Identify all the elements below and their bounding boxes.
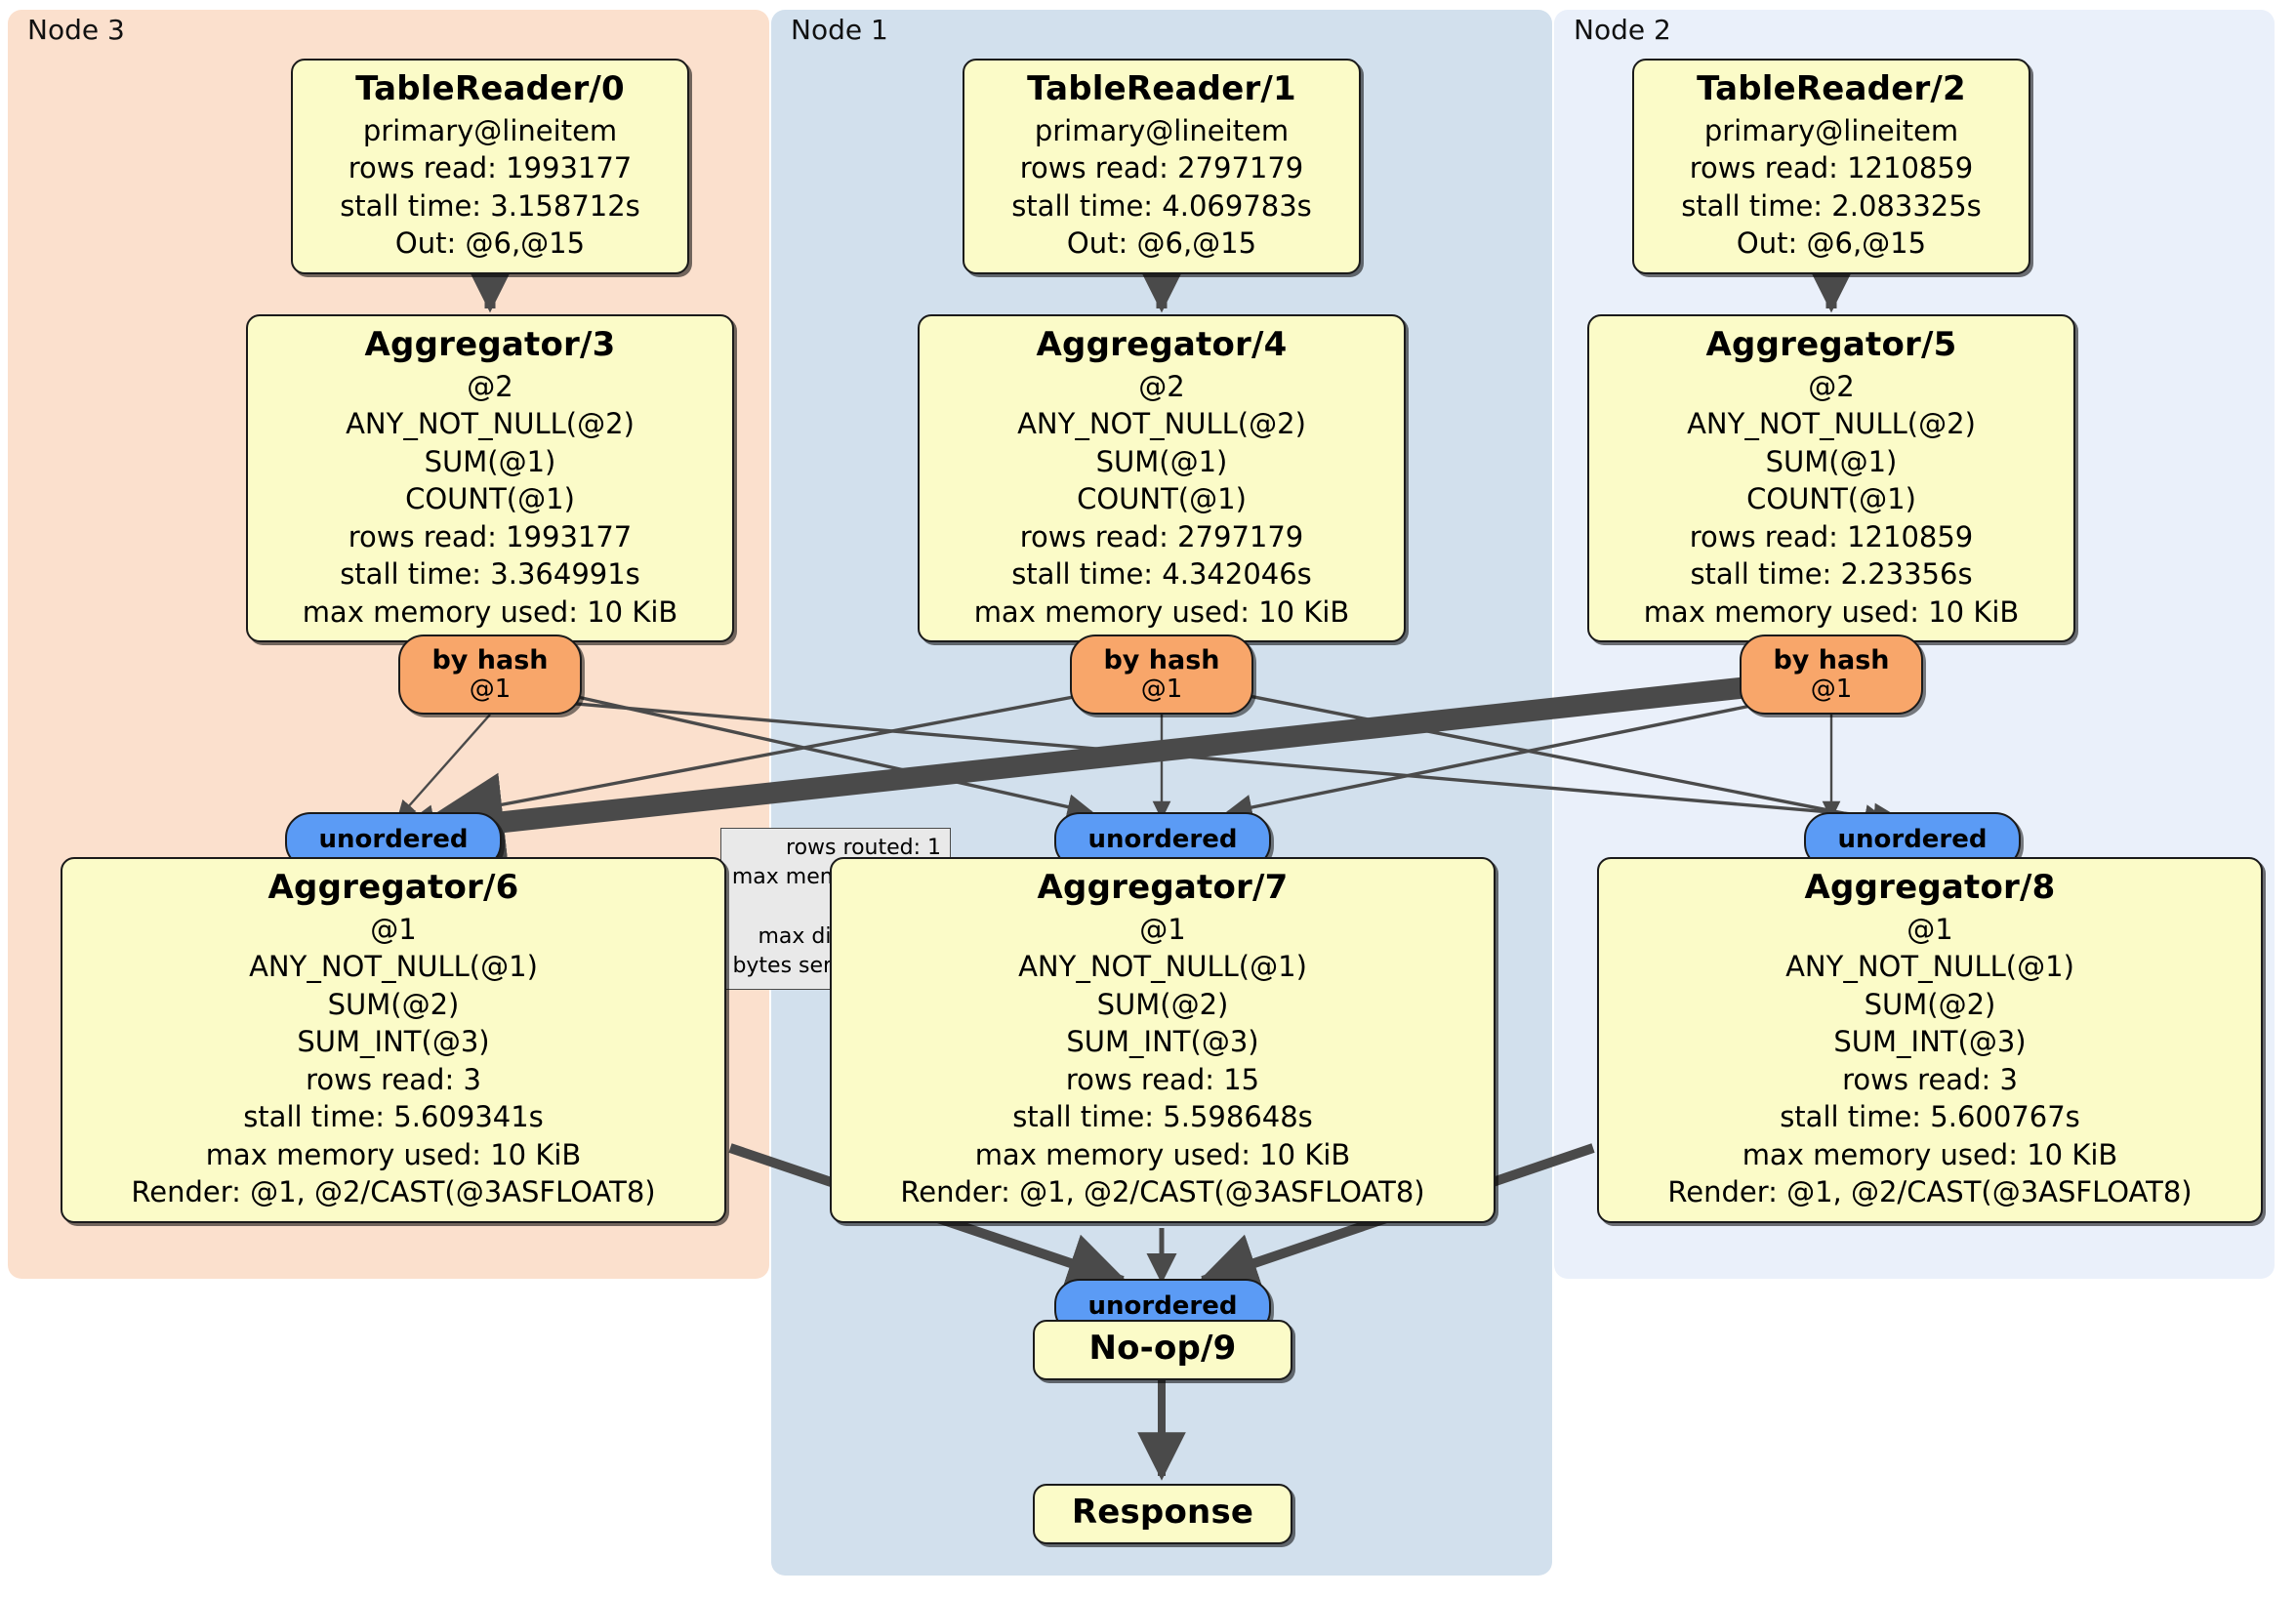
processor-detail: COUNT(@1) (1077, 482, 1247, 516)
processor-detail: ANY_NOT_NULL(@1) (1018, 950, 1307, 984)
processor-detail: max memory used: 10 KiB (973, 594, 1350, 629)
processor-detail: stall time: 2.23356s (1690, 557, 1973, 592)
processor-title: Response (1071, 1493, 1254, 1532)
processor-detail: rows read: 1210859 (1689, 151, 1974, 185)
processor-detail: ANY_NOT_NULL(@1) (1785, 950, 2074, 984)
processor-detail: @1 (370, 912, 417, 946)
processor-aggregator-3[interactable]: Aggregator/3 @2 ANY_NOT_NULL(@2) SUM(@1)… (246, 314, 734, 643)
synchronizer-unordered-node2[interactable]: unordered (1804, 812, 2021, 869)
processor-detail: SUM(@1) (424, 444, 556, 478)
processor-response[interactable]: Response (1033, 1484, 1292, 1544)
processor-detail: ANY_NOT_NULL(@2) (1687, 407, 1976, 441)
processor-title: Aggregator/4 (1036, 325, 1288, 364)
router-column: @1 (1140, 674, 1183, 704)
processor-title: Aggregator/8 (1804, 868, 2056, 907)
router-by-hash-node2[interactable]: by hash @1 (1740, 635, 1923, 715)
processor-detail: primary@lineitem (362, 113, 618, 147)
processor-aggregator-4[interactable]: Aggregator/4 @2 ANY_NOT_NULL(@2) SUM(@1)… (918, 314, 1406, 643)
processor-detail: max memory used: 10 KiB (302, 594, 678, 629)
processor-detail: @1 (1139, 912, 1186, 946)
region-label-node1: Node 1 (791, 14, 888, 46)
processor-detail: COUNT(@1) (405, 482, 575, 516)
processor-detail: stall time: 5.600767s (1780, 1100, 2080, 1134)
router-by-hash-node1[interactable]: by hash @1 (1070, 635, 1253, 715)
processor-title: Aggregator/7 (1037, 868, 1289, 907)
processor-title: Aggregator/6 (267, 868, 519, 907)
tooltip-line: rows routed: 1 (786, 836, 941, 860)
processor-detail: rows read: 1993177 (348, 519, 633, 553)
router-label: by hash (1103, 644, 1220, 676)
router-label: by hash (431, 644, 549, 676)
router-by-hash-node3[interactable]: by hash @1 (398, 635, 582, 715)
processor-detail: stall time: 2.083325s (1681, 188, 1982, 223)
processor-detail: @1 (1906, 912, 1953, 946)
router-label: by hash (1773, 644, 1890, 676)
processor-aggregator-6[interactable]: Aggregator/6 @1 ANY_NOT_NULL(@1) SUM(@2)… (61, 857, 726, 1224)
processor-aggregator-8[interactable]: Aggregator/8 @1 ANY_NOT_NULL(@1) SUM(@2)… (1597, 857, 2263, 1224)
region-label-node3: Node 3 (27, 14, 125, 46)
processor-detail: stall time: 5.598648s (1012, 1100, 1313, 1134)
processor-detail: Out: @6,@15 (1736, 226, 1927, 261)
processor-detail: Out: @6,@15 (394, 226, 586, 261)
processor-detail: SUM(@2) (1096, 987, 1229, 1021)
processor-detail: SUM(@2) (327, 987, 460, 1021)
router-column: @1 (469, 674, 512, 704)
processor-detail: SUM_INT(@3) (1066, 1025, 1259, 1059)
processor-detail: max memory used: 10 KiB (974, 1137, 1351, 1171)
processor-detail: ANY_NOT_NULL(@1) (249, 950, 538, 984)
processor-detail: @2 (467, 369, 513, 403)
processor-detail: SUM(@1) (1095, 444, 1228, 478)
processor-detail: rows read: 2797179 (1019, 151, 1304, 185)
processor-detail: rows read: 15 (1065, 1062, 1260, 1096)
region-label-node2: Node 2 (1574, 14, 1671, 46)
processor-detail: Render: @1, @2/CAST(@3ASFLOAT8) (900, 1175, 1425, 1209)
processor-detail: rows read: 2797179 (1019, 519, 1304, 553)
processor-detail: SUM(@2) (1864, 987, 1996, 1021)
processor-detail: SUM(@1) (1765, 444, 1898, 478)
processor-detail: stall time: 5.609341s (243, 1100, 544, 1134)
processor-detail: primary@lineitem (1703, 113, 1959, 147)
processor-detail: primary@lineitem (1034, 113, 1290, 147)
processor-title: TableReader/2 (1697, 69, 1966, 108)
processor-detail: rows read: 1993177 (348, 151, 633, 185)
processor-aggregator-5[interactable]: Aggregator/5 @2 ANY_NOT_NULL(@2) SUM(@1)… (1587, 314, 2075, 643)
synchronizer-label: unordered (318, 825, 469, 855)
processor-detail: rows read: 1210859 (1689, 519, 1974, 553)
router-column: @1 (1810, 674, 1853, 704)
processor-detail: Out: @6,@15 (1066, 226, 1257, 261)
processor-detail: rows read: 3 (1842, 1062, 2018, 1096)
processor-title: TableReader/0 (355, 69, 625, 108)
processor-title: No-op/9 (1088, 1329, 1237, 1368)
processor-detail: @2 (1138, 369, 1185, 403)
processor-detail: ANY_NOT_NULL(@2) (346, 407, 635, 441)
processor-detail: Render: @1, @2/CAST(@3ASFLOAT8) (131, 1175, 656, 1209)
processor-detail: @2 (1808, 369, 1855, 403)
processor-noop-9[interactable]: No-op/9 (1033, 1320, 1292, 1380)
processor-detail: max memory used: 10 KiB (1742, 1137, 2118, 1171)
processor-detail: max memory used: 10 KiB (1643, 594, 2020, 629)
processor-title: TableReader/1 (1027, 69, 1296, 108)
synchronizer-label: unordered (1087, 1291, 1238, 1322)
processor-detail: Render: @1, @2/CAST(@3ASFLOAT8) (1667, 1175, 2193, 1209)
processor-detail: ANY_NOT_NULL(@2) (1017, 407, 1306, 441)
processor-tablereader-0[interactable]: TableReader/0 primary@lineitem rows read… (291, 59, 689, 274)
processor-detail: SUM_INT(@3) (1833, 1025, 2027, 1059)
processor-aggregator-7[interactable]: Aggregator/7 @1 ANY_NOT_NULL(@1) SUM(@2)… (830, 857, 1496, 1224)
processor-detail: SUM_INT(@3) (297, 1025, 490, 1059)
synchronizer-label: unordered (1087, 825, 1238, 855)
processor-title: Aggregator/3 (364, 325, 616, 364)
processor-title: Aggregator/5 (1705, 325, 1957, 364)
processor-detail: rows read: 3 (306, 1062, 481, 1096)
processor-tablereader-2[interactable]: TableReader/2 primary@lineitem rows read… (1632, 59, 2030, 274)
processor-tablereader-1[interactable]: TableReader/1 primary@lineitem rows read… (963, 59, 1361, 274)
processor-detail: stall time: 3.364991s (340, 557, 640, 592)
processor-detail: stall time: 4.342046s (1011, 557, 1312, 592)
processor-detail: COUNT(@1) (1746, 482, 1916, 516)
processor-detail: stall time: 3.158712s (340, 188, 640, 223)
synchronizer-label: unordered (1837, 825, 1988, 855)
processor-detail: stall time: 4.069783s (1011, 188, 1312, 223)
processor-detail: max memory used: 10 KiB (205, 1137, 582, 1171)
